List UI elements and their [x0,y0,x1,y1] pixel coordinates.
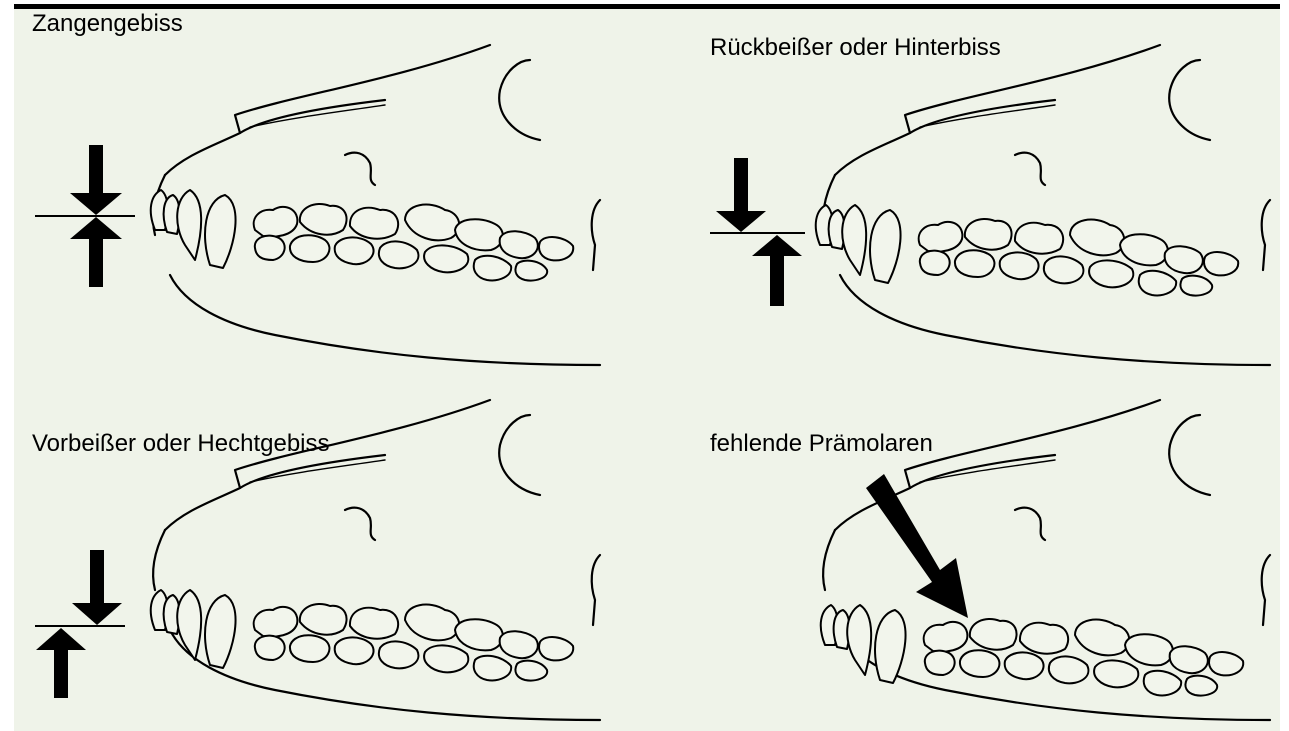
pointer-arrow-icon [866,474,968,618]
panel-title-overshot: Vorbeißer oder Hechtgebiss [32,432,330,456]
panel-title-missing-premolars: fehlende Prämolaren [710,432,933,456]
panel-title-scissor-bite: Zangengebiss [32,12,183,36]
offset-arrows-icon-overshot [35,550,125,698]
offset-arrows-icon [710,158,805,306]
skull-undershot [816,45,1270,365]
opposing-arrows-icon [35,145,135,287]
skull-scissor [151,45,600,365]
panel-title-undershot: Rückbeißer oder Hinterbiss [710,36,1001,60]
